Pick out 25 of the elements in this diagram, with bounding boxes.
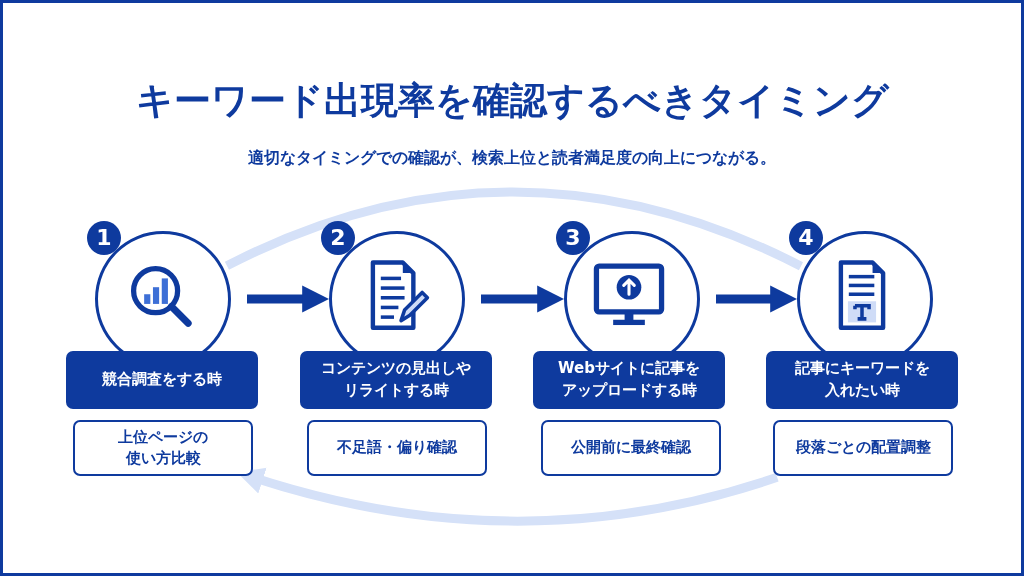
timing-label: 競合調査をする時 — [102, 369, 222, 391]
detail-box — [307, 420, 487, 476]
detail-text: 段落ごとの配置調整 — [795, 438, 931, 458]
step-number: 1 — [87, 221, 121, 255]
detail-box — [773, 420, 953, 476]
timing-label-box — [766, 351, 958, 409]
timing-label: 記事にキーワードを入れたい時 — [793, 358, 931, 401]
detail-text: 上位ページの使い方比較 — [117, 428, 209, 468]
arrow — [481, 285, 565, 313]
detail-box — [73, 420, 253, 476]
step-number: 2 — [321, 221, 355, 255]
timing-label-box — [66, 351, 258, 409]
detail-text: 公開前に最終確認 — [571, 438, 691, 458]
timing-label: コンテンツの見出しやリライトする時 — [320, 358, 472, 401]
title: キーワード出現率を確認するべきタイミング — [134, 78, 891, 124]
detail-box — [541, 420, 721, 476]
step-number: 4 — [789, 221, 823, 255]
timing-label-box — [533, 351, 725, 409]
arrow — [716, 285, 798, 313]
step-number: 3 — [556, 221, 590, 255]
timing-label-box — [300, 351, 492, 409]
subtitle: 適切なタイミングでの確認が、検索上位と読者満足度の向上につながる。 — [247, 148, 777, 169]
timing-label: Webサイトに記事をアップロードする時 — [557, 358, 701, 401]
arrow — [247, 285, 330, 313]
detail-text: 不足語・偏り確認 — [337, 438, 457, 458]
